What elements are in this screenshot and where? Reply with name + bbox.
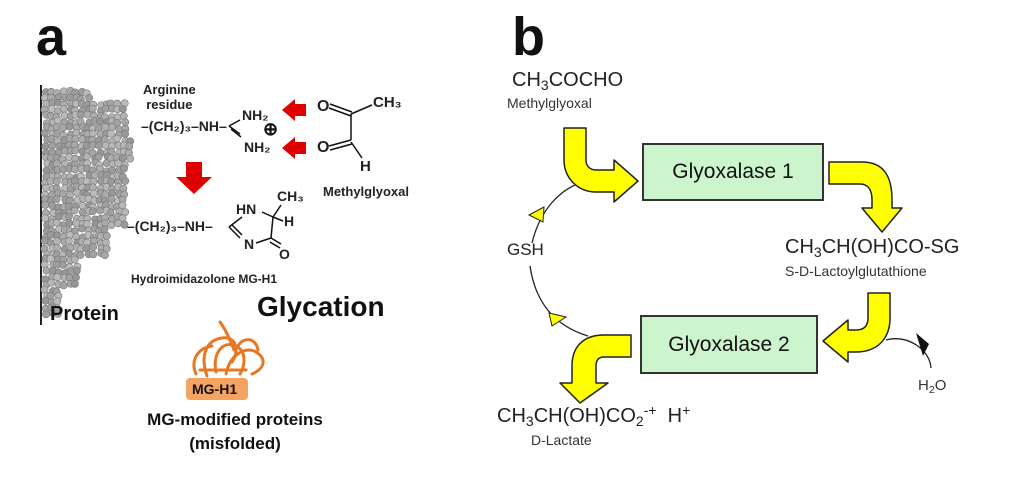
red-arrow-bottom-icon <box>282 137 306 159</box>
ring-hydrogen: H <box>284 213 295 229</box>
protein-atom <box>120 220 129 229</box>
water-curve <box>885 338 932 369</box>
mg-hydrogen: H <box>360 158 371 175</box>
glycation-label: Glycation <box>257 291 385 322</box>
protein-atom <box>46 254 55 263</box>
protein-atom <box>101 251 109 259</box>
protein-label: Protein <box>50 303 119 325</box>
red-arrow-down-icon <box>176 162 212 194</box>
protein-atom <box>76 251 85 259</box>
protein-atom <box>126 154 135 163</box>
mg-methyl: CH₃ <box>373 94 402 111</box>
product-side-chain: –(CH₂)₃–NH– <box>127 218 213 234</box>
gsh-arrowhead-upper-icon <box>527 206 545 223</box>
positive-charge-icon: ⊕ <box>263 119 279 139</box>
mg-oxygen-bottom: O <box>317 139 330 156</box>
product-label: Hydroimidazolone MG-H1 <box>131 272 278 286</box>
nh2-top: NH₂ <box>242 107 269 123</box>
arginine-label-line1: Arginine <box>143 82 196 97</box>
methylglyoxal-label: Methylglyoxal <box>323 184 409 199</box>
protein-atom <box>70 206 79 215</box>
water-arrowhead-icon <box>916 333 929 356</box>
protein-atom <box>120 164 128 173</box>
arginine-label: Arginine residue <box>143 82 196 112</box>
protein-atom <box>70 255 79 264</box>
protein-atom <box>47 278 56 287</box>
arginine-label-line2: residue <box>146 97 193 112</box>
ring-nitrogen: N <box>244 236 255 252</box>
misfolded-protein-icon <box>192 320 265 378</box>
protein-atom <box>118 201 127 210</box>
ring-methyl: CH₃ <box>277 188 304 204</box>
arginine-side-chain: –(CH₂)₃–NH– <box>141 118 227 134</box>
yellow-arrow-product-icon <box>559 334 632 404</box>
protein-atom <box>52 195 61 204</box>
caption: MG-modified proteins (misfolded) <box>95 408 375 456</box>
intermediate-formula: CH3CH(OH)CO-SG <box>785 236 960 261</box>
glyoxalase-1-box: Glyoxalase 1 <box>642 143 824 201</box>
protein-atom <box>107 221 116 230</box>
caption-line2: (misfolded) <box>189 434 281 453</box>
protein-atom <box>53 309 62 318</box>
substrate-name: Methylglyoxal <box>507 95 592 111</box>
substrate-formula: CH3COCHO <box>512 69 624 94</box>
glyoxalase-2-label: Glyoxalase 2 <box>668 332 790 356</box>
glyoxalase-2-box: Glyoxalase 2 <box>640 315 818 374</box>
protein-atom <box>70 279 79 288</box>
product-formula: CH3CH(OH)CO2-+ H+ <box>497 402 691 430</box>
gsh-arrowhead-lower-icon <box>548 312 568 327</box>
protein-atom <box>107 129 115 138</box>
panel-b-label: b <box>512 7 545 67</box>
gsh-label: GSH <box>507 240 544 259</box>
ring-hn: HN <box>236 201 257 217</box>
mg-oxygen-top: O <box>317 98 330 115</box>
gsh-cycle-curve-lower <box>529 265 589 337</box>
glyoxalase-1-label: Glyoxalase 1 <box>672 160 794 183</box>
red-arrow-top-icon <box>282 99 306 121</box>
yellow-arrow-substrate-icon <box>563 127 639 203</box>
panel-a-label: a <box>36 7 67 67</box>
mg-h1-badge-label: MG-H1 <box>192 381 238 397</box>
protein-space-filling-model <box>40 86 135 319</box>
yellow-arrow-glyoxalase2-icon <box>822 292 891 363</box>
mg-h1-badge <box>186 378 248 400</box>
caption-line1: MG-modified proteins <box>147 410 323 429</box>
protein-atom <box>89 250 98 259</box>
intermediate-name: S-D-Lactoylglutathione <box>785 263 927 279</box>
yellow-arrow-intermediate-icon <box>828 161 903 233</box>
product-name: D-Lactate <box>531 432 592 448</box>
protein-atom <box>121 177 130 185</box>
nh2-bottom: NH₂ <box>244 139 271 155</box>
water-label: H2O <box>918 377 947 397</box>
ring-oxygen: O <box>279 246 290 262</box>
